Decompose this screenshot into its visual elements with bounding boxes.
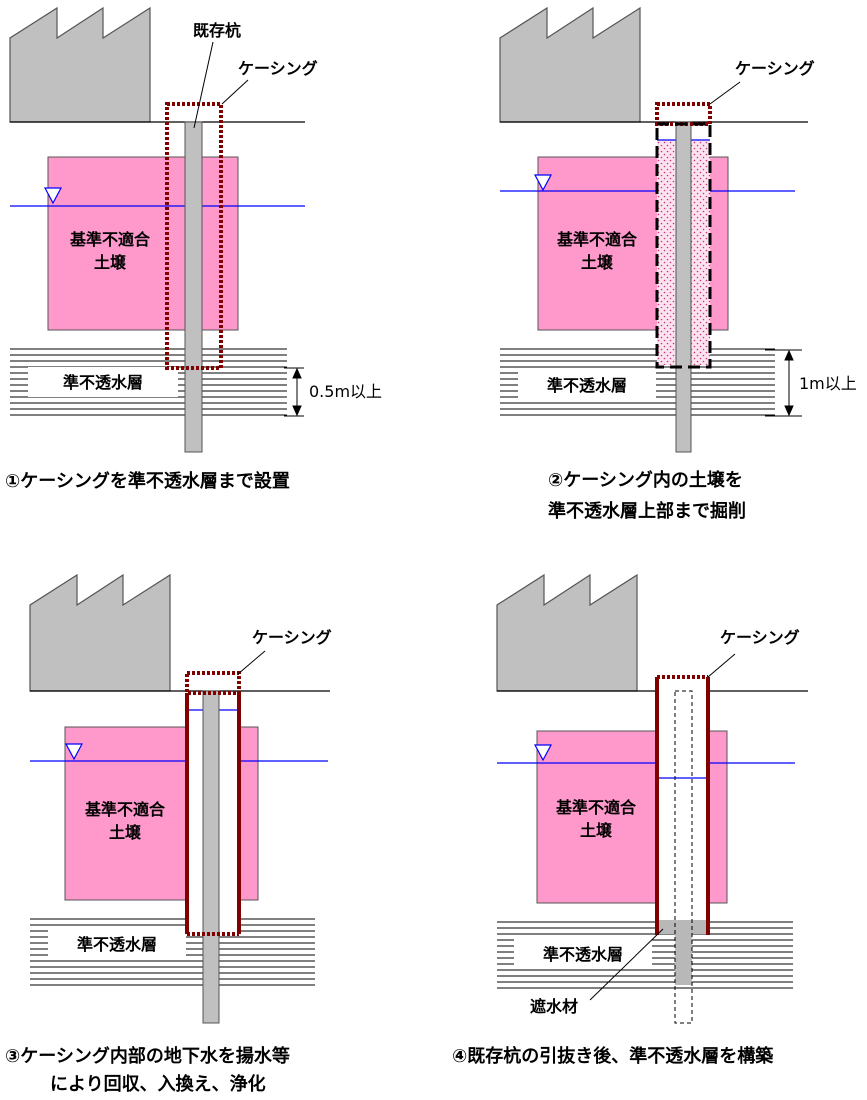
casing-leader-line [709, 81, 741, 105]
casing-leader-line [237, 650, 266, 675]
water-level-icon [534, 744, 552, 762]
casing-label: ケーシング [735, 59, 815, 78]
aquitard-label-bg [518, 370, 656, 400]
panel-2: ケーシング 基準不適合 土壌 準不透水層 1m以上 ②ケーシング内の土壌を 準不… [499, 6, 857, 522]
existing-pile-label: 既存杭 [193, 21, 241, 40]
casing-label: ケーシング [720, 628, 800, 647]
sealing-material [657, 920, 708, 985]
aquitard-label-bg [48, 929, 186, 959]
factory-building-icon [496, 573, 638, 692]
existing-pile [184, 121, 203, 453]
existing-pile [202, 690, 220, 1024]
soil-label-line1: 基準不適合 [84, 800, 166, 819]
factory-building-icon [9, 6, 151, 123]
existing-pile [675, 121, 692, 453]
depth-label: 1m以上 [799, 374, 857, 393]
sealing-leader-line [589, 928, 664, 1001]
casing-outline-top [655, 102, 712, 126]
water-level-icon [65, 743, 83, 761]
aquitard-label-bg [514, 939, 652, 969]
factory-building-icon [29, 573, 171, 692]
soil-label-line2: 土壌 [94, 253, 127, 272]
soil-label-line1: 基準不適合 [555, 798, 637, 817]
soil-label-line1: 基準不適合 [69, 230, 151, 249]
casing-outline [165, 102, 223, 370]
pile-leader-line [193, 41, 214, 129]
depth-label: 0.5m以上 [309, 382, 382, 401]
casing-interior [657, 677, 708, 933]
panel-2-caption-line2: 準不透水層上部まで掘削 [548, 500, 746, 522]
aquitard-label: 準不透水層 [547, 376, 627, 395]
aquitard-label-bg [28, 367, 178, 397]
factory-building-icon [499, 6, 641, 123]
panel-4: ケーシング 基準不適合 土壌 準不透水層 遮水材 ④既存杭の引抜き後、準不透水層… [452, 573, 808, 1067]
casing-outline-excavated [655, 122, 712, 369]
casing-leader-line [221, 79, 249, 105]
contaminated-soil-block [47, 156, 239, 331]
soil-label-line2: 土壌 [581, 253, 614, 272]
casing-label: ケーシング [252, 628, 332, 647]
soil-label-line1: 基準不適合 [556, 230, 638, 249]
panel-4-caption: ④既存杭の引抜き後、準不透水層を構築 [452, 1045, 774, 1067]
panel-1: 既存杭 ケーシング 基準不適合 土壌 準不透水層 0.5m以上 ①ケーシングを準… [5, 6, 382, 492]
aquitard-label: 準不透水層 [63, 373, 143, 392]
aquitard-label: 準不透水層 [543, 945, 623, 964]
soil-label-line2: 土壌 [109, 823, 142, 842]
removed-pile-outline [674, 690, 693, 1024]
soil-label-line2: 土壌 [580, 821, 613, 840]
panel-3: ケーシング 基準不適合 土壌 準不透水層 ③ケーシング内部の地下水を揚水等 によ… [5, 573, 332, 1095]
aquitard-label: 準不透水層 [77, 935, 157, 954]
depth-dimension [765, 349, 802, 417]
sealing-label: 遮水材 [530, 997, 578, 1016]
panel-3-caption-line2: により回収、入換え、浄化 [50, 1073, 266, 1095]
water-level-icon [534, 174, 552, 192]
water-level-icon [44, 187, 62, 205]
panel-3-caption-line1: ③ケーシング内部の地下水を揚水等 [5, 1045, 290, 1067]
casing-outline-top [185, 671, 241, 695]
depth-dimension [284, 367, 304, 417]
casing-label: ケーシング [238, 59, 318, 78]
panel-2-caption-line1: ②ケーシング内の土壌を [548, 469, 743, 491]
panel-1-caption: ①ケーシングを準不透水層まで設置 [5, 470, 290, 492]
casing-leader-line [707, 653, 736, 678]
